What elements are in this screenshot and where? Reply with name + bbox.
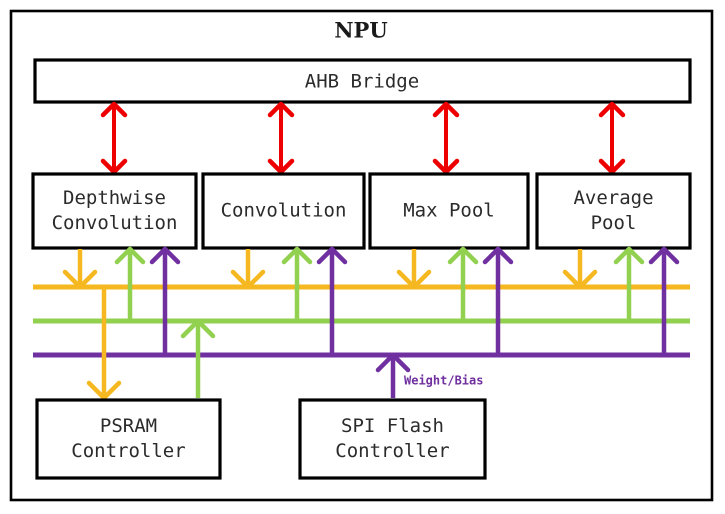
psram-controller-block: PSRAM Controller [35,398,222,480]
bridge-link-convolution-arrowhead-down [267,158,295,175]
bridge-link-averagepool-arrowhead-down [598,158,626,175]
bridge-link-maxpool-arrowhead-up [432,101,460,118]
max-pool-block: Max Pool [368,172,530,250]
bridge-link-depthwise-arrowhead-down [100,158,128,175]
bridge-link-averagepool [598,101,626,175]
psram-controller-label-line-0: PSRAM [100,415,157,437]
psram-read-tap-arrowhead [180,318,216,339]
unit-tap-group [62,246,680,355]
psram-controller-label-line-1: Controller [71,440,185,462]
bridge-link-maxpool-arrowhead-down [432,158,460,175]
bridge-link-maxpool [432,101,460,175]
weight-bias-label: Weight/Bias [404,374,483,388]
depthwise-convolution-weight-arrowhead [149,246,181,265]
bridge-link-depthwise [100,101,128,175]
average-pool-label-line-1: Pool [591,212,637,234]
spi-weight-tap-arrowhead [375,352,411,373]
convolution-box[interactable] [201,172,366,250]
spi-flash-controller-box[interactable] [298,398,487,480]
average-pool-box[interactable] [535,172,692,250]
spi-flash-controller-label-line-0: SPI Flash [341,415,444,437]
convolution-input-arrowhead [281,246,313,265]
average-pool-input-arrowhead [613,246,645,265]
ahb-bridge-label: AHB Bridge [305,71,419,93]
average-pool-tap-group [562,246,680,355]
spi-flash-controller-label-line-1: Controller [335,440,449,462]
ahb-bridge-box[interactable] [33,58,692,104]
psram-read-tap-group [180,318,216,398]
max-pool-box[interactable] [368,172,530,250]
average-pool-output-arrowhead [562,269,598,290]
convolution-weight-arrowhead [316,246,348,265]
spi-weight-tap-group [375,352,411,398]
max-pool-label-line-0: Max Pool [403,200,495,222]
depthwise-convolution-input-arrowhead [114,246,146,265]
psram-controller-box[interactable] [35,398,222,480]
convolution-label-line-0: Convolution [221,200,347,222]
npu-outer-frame [9,9,714,502]
convolution-block: Convolution [201,172,366,250]
max-pool-weight-arrowhead [482,246,514,265]
average-pool-label-line-0: Average [573,187,653,209]
diagram-title: NPU [334,18,387,43]
convolution-tap-group [230,246,348,355]
max-pool-tap-group [396,246,514,355]
depthwise-convolution-label-line-0: Depthwise [63,187,166,209]
annotation-group: Weight/Bias [404,374,483,388]
psram-write-tap-arrowhead [86,380,122,401]
bridge-link-averagepool-arrowhead-up [598,101,626,118]
depthwise-convolution-label-line-1: Convolution [52,212,178,234]
average-pool-weight-arrowhead [648,246,680,265]
convolution-output-arrowhead [230,269,266,290]
max-pool-input-arrowhead [447,246,479,265]
bridge-link-depthwise-arrowhead-up [100,101,128,118]
memory-tap-group [86,287,411,401]
psram-write-tap-group [86,287,122,401]
depthwise-convolution-box[interactable] [31,172,198,250]
depthwise-convolution-output-arrowhead [62,269,98,290]
max-pool-output-arrowhead [396,269,432,290]
ahb-bridge-block[interactable]: AHB Bridge [33,58,692,104]
bridge-link-group [100,101,626,175]
bridge-link-convolution [267,101,295,175]
bridge-link-convolution-arrowhead-up [267,101,295,118]
depthwise-convolution-tap-group [62,246,181,355]
